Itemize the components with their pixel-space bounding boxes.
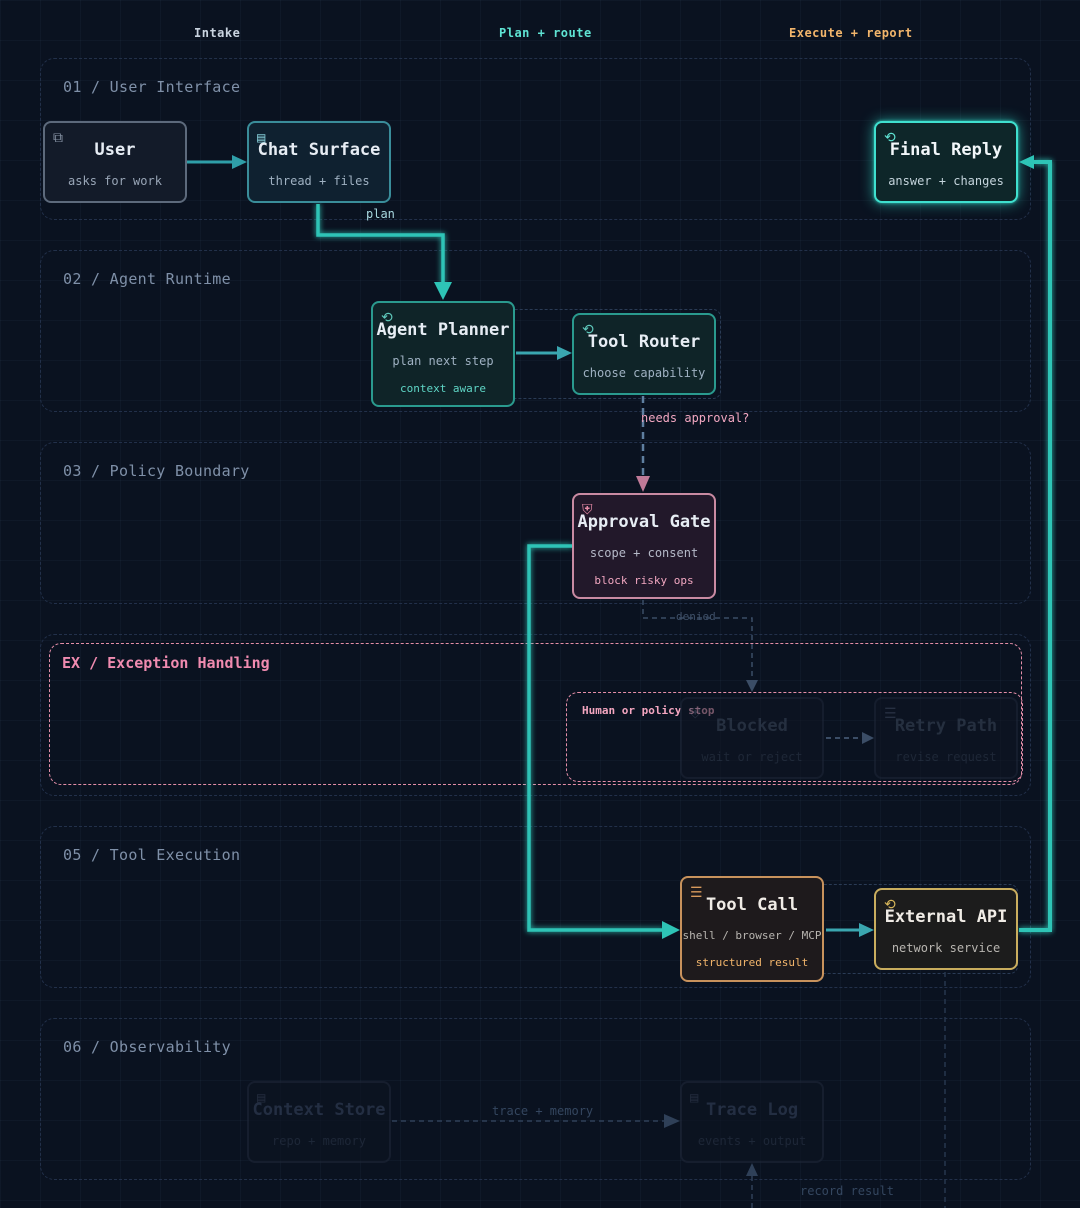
node-subtitle: asks for work [68, 174, 162, 188]
lane-user-interface: 01 / User Interface [40, 58, 1031, 220]
lane-title: 06 / Observability [63, 1038, 231, 1056]
database-icon: ▤ [690, 1090, 699, 1106]
node-title: Tool Router [587, 332, 701, 352]
node-approval-gate[interactable]: ⛨ Approval Gate scope + consent block ri… [572, 493, 716, 599]
chat-icon: ▤ [257, 130, 266, 146]
edge-label-needs-approval: needs approval? [641, 411, 750, 425]
node-subtitle: scope + consent [589, 546, 699, 560]
node-subtitle: wait or reject [701, 750, 803, 764]
node-note: block risky ops [594, 574, 694, 587]
policy-stop-frame [566, 692, 1023, 782]
node-title: Blocked [716, 716, 788, 736]
column-header-plan: Plan + route [499, 26, 592, 40]
loop-icon: ⟲ [582, 322, 594, 338]
arrowhead [746, 1163, 758, 1176]
node-note: structured result [695, 956, 809, 969]
node-external-api[interactable]: ⟲ External API network service [874, 888, 1018, 970]
node-tool-router[interactable]: ⟲ Tool Router choose capability [572, 313, 716, 395]
node-subtitle: revise request [895, 750, 997, 764]
column-header-intake: Intake [194, 26, 241, 40]
node-trace-log[interactable]: ▤ Trace Log events + output [680, 1081, 824, 1163]
node-title: Agent Planner [376, 320, 510, 340]
node-user[interactable]: ⧉ User asks for work [43, 121, 187, 203]
arrowhead [662, 921, 680, 939]
node-subtitle: shell / browser / MCP [682, 929, 822, 942]
lane-title: 03 / Policy Boundary [63, 462, 250, 480]
node-title: Chat Surface [257, 140, 381, 160]
stack-icon: ☰ [690, 885, 703, 901]
lane-title: 02 / Agent Runtime [63, 270, 231, 288]
windows-icon: ⧉ [53, 130, 63, 146]
stack-icon: ☰ [884, 706, 897, 722]
node-title: User [94, 140, 136, 160]
edge-label-denied: denied [676, 610, 716, 623]
node-note: context aware [399, 382, 487, 395]
loop-icon: ⟲ [381, 310, 393, 326]
node-subtitle: answer + changes [888, 174, 1004, 188]
node-title: Final Reply [889, 140, 1003, 160]
lane-observability: 06 / Observability [40, 1018, 1031, 1180]
node-retry-path[interactable]: ☰ Retry Path revise request [874, 697, 1018, 779]
node-subtitle: plan next step [392, 354, 494, 368]
node-title: Trace Log [705, 1100, 799, 1120]
shield-icon: ⛨ [690, 706, 701, 722]
exception-frame [49, 643, 1022, 785]
node-title: External API [884, 907, 1008, 927]
lane-policy-boundary: 03 / Policy Boundary [40, 442, 1031, 604]
lane-agent-runtime: 02 / Agent Runtime [40, 250, 1031, 412]
node-agent-planner[interactable]: ⟲ Agent Planner plan next step context a… [371, 301, 515, 407]
arrowhead [232, 155, 247, 169]
node-context-store[interactable]: ▤ Context Store repo + memory [247, 1081, 391, 1163]
node-subtitle: choose capability [582, 366, 706, 380]
node-chat-surface[interactable]: ▤ Chat Surface thread + files [247, 121, 391, 203]
node-title: Retry Path [894, 716, 998, 736]
node-blocked[interactable]: ⛨ Blocked wait or reject [680, 697, 824, 779]
arrowhead [636, 476, 650, 492]
edge-api-final [1019, 160, 1052, 932]
edge-label-record-result: record result [800, 1184, 894, 1198]
shield-icon: ⛨ [582, 502, 593, 518]
loop-icon: ⟲ [884, 130, 896, 146]
edge-denied [642, 600, 753, 680]
lane-tool-execution: 05 / Tool Execution [40, 826, 1031, 988]
node-subtitle: events + output [697, 1134, 807, 1148]
database-icon: ▤ [257, 1090, 266, 1106]
node-tool-call[interactable]: ☰ Tool Call shell / browser / MCP struct… [680, 876, 824, 982]
edge-label-trace-memory: trace + memory [492, 1104, 594, 1118]
edge-approval-toolcall [527, 544, 664, 932]
lane-title: 05 / Tool Execution [63, 846, 241, 864]
arrowhead [746, 680, 758, 692]
node-subtitle: network service [891, 941, 1001, 955]
lane-title: 01 / User Interface [63, 78, 241, 96]
edge-chat-planner [316, 204, 445, 284]
arrowhead [664, 1114, 680, 1128]
node-title: Approval Gate [577, 512, 711, 532]
arrowhead [557, 346, 572, 360]
edge-label-plan: plan [366, 207, 395, 221]
arrowhead [862, 732, 874, 744]
node-subtitle: repo + memory [272, 1134, 366, 1148]
exception-title: EX / Exception Handling [62, 654, 270, 672]
arrowhead [1019, 155, 1034, 169]
node-title: Context Store [252, 1100, 386, 1120]
arrowhead [434, 282, 452, 300]
node-title: Tool Call [705, 895, 799, 915]
node-subtitle: thread + files [268, 174, 370, 188]
loop-icon: ⟲ [884, 897, 896, 913]
arrowhead [859, 923, 874, 937]
node-final-reply[interactable]: ⟲ Final Reply answer + changes [874, 121, 1018, 203]
lane-exception-outer [40, 634, 1031, 796]
column-header-execute: Execute + report [789, 26, 913, 40]
